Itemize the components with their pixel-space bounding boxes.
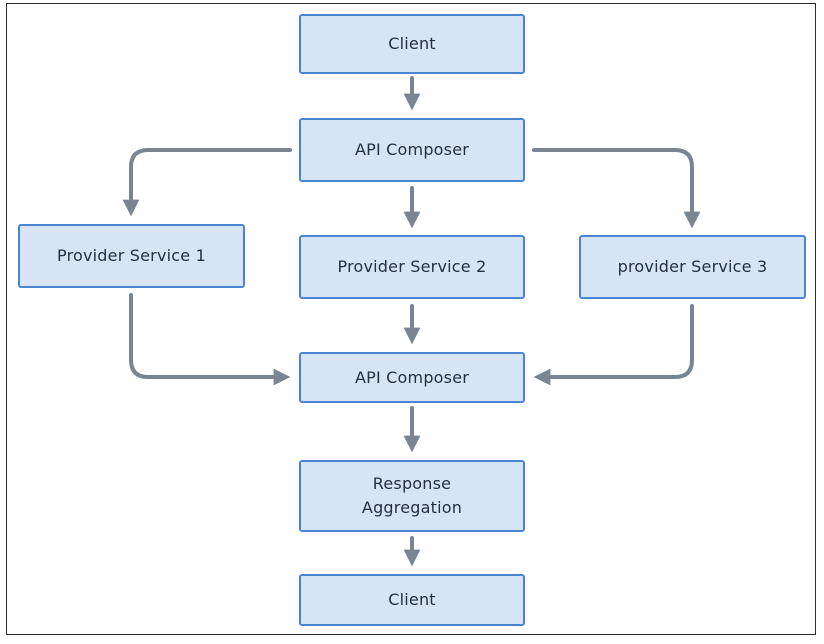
response-aggregation-node: Response Aggregation [299, 460, 525, 532]
arrow-composer-to-provider-3 [532, 148, 701, 229]
provider-service-2-label: Provider Service 2 [337, 257, 487, 276]
client-top-label: Client [388, 34, 436, 53]
client-bottom-label: Client [388, 590, 436, 609]
response-aggregation-label: Response Aggregation [361, 474, 463, 517]
api-composer-top-label: API Composer [354, 140, 470, 159]
arrow-provider-1-to-composer [129, 293, 291, 386]
provider-service-3-node: provider Service 3 [579, 235, 806, 299]
provider-service-1-node: Provider Service 1 [18, 224, 245, 288]
client-top-node: Client [299, 14, 525, 74]
provider-service-1-label: Provider Service 1 [57, 246, 206, 265]
api-composer-top-node: API Composer [299, 118, 525, 182]
provider-service-3-label: provider Service 3 [617, 257, 768, 276]
provider-service-2-node: Provider Service 2 [299, 235, 525, 299]
arrow-composer-to-provider-1 [122, 148, 292, 217]
client-bottom-node: Client [299, 574, 525, 626]
api-composer-bottom-label: API Composer [354, 367, 470, 387]
api-composer-bottom-node: API Composer [299, 352, 525, 403]
arrow-provider-3-to-composer [533, 304, 694, 386]
